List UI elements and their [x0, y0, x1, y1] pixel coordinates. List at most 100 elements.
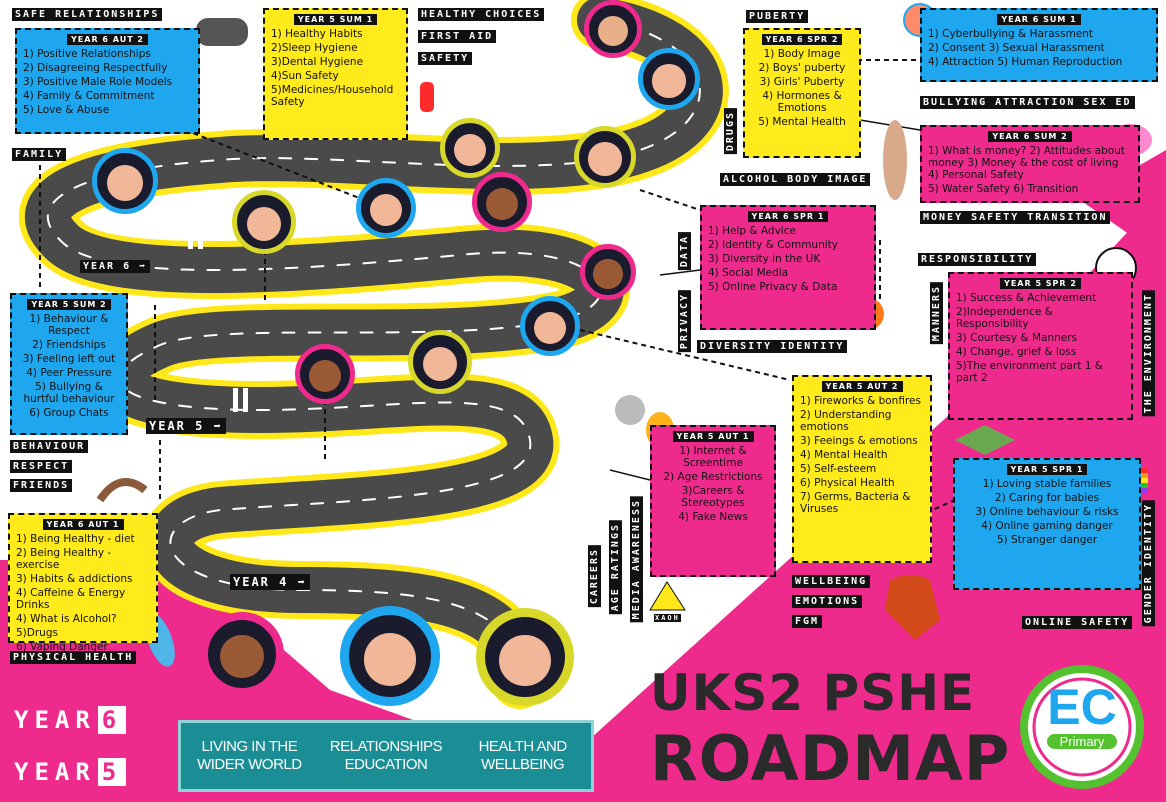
avatar: [580, 244, 636, 300]
topic-item: 2)Sleep Hygiene: [271, 42, 358, 54]
topic-item: 3) Habits & addictions: [16, 573, 133, 585]
label-family: FAMILY: [12, 148, 67, 161]
box-header: YEAR 5 SUM 2: [27, 299, 111, 310]
topic-item: 2) Age Restrictions: [663, 471, 763, 483]
avatar-large: [476, 608, 574, 706]
topic-item: 3)Careers & Stereotypes: [681, 485, 745, 509]
label-online-safety: ONLINE SAFETY: [1022, 616, 1133, 629]
topic-item: 5)The environment part 1 & part 2: [956, 360, 1103, 384]
avatar-large: [340, 606, 440, 706]
topic-list: 1) Positive Relationships 2) Disagreeing …: [23, 48, 192, 116]
topic-item: 2)Independence & Responsibility: [956, 306, 1053, 330]
strand-legend: LIVING IN THE WIDER WORLD RELATIONSHIPS …: [178, 720, 594, 792]
topic-item: 5) Stranger danger: [996, 534, 1098, 546]
avatar: [584, 0, 642, 58]
label-healthy-choices: HEALTHY CHOICES: [418, 8, 545, 21]
year-key-number: 6: [97, 706, 127, 734]
topic-item: 3) Positive Male Role Models: [23, 76, 173, 88]
topic-item: 5)Drugs: [16, 627, 58, 639]
topic-item: 2) Boys' puberty: [758, 62, 846, 74]
label-wellbeing: WELLBEING: [792, 575, 871, 588]
box-year6-spr2: YEAR 6 SPR 2 1) Body Image 2) Boys' puber…: [743, 28, 861, 158]
topic-item: 1) Being Healthy - diet: [16, 533, 135, 545]
box-header: YEAR 6 SUM 1: [997, 14, 1081, 25]
box-year5-spr1: YEAR 5 SPR 1 1) Loving stable families 2)…: [953, 458, 1141, 590]
topic-item: 3) Girls' Puberty: [759, 76, 845, 88]
label-money-safety-transition: MONEY SAFETY TRANSITION: [920, 211, 1111, 224]
box-header: YEAR 5 SPR 1: [1006, 464, 1088, 475]
avatar: [295, 344, 355, 404]
avatar: [440, 118, 500, 178]
topic-item: 1) Loving stable families: [982, 478, 1112, 490]
topic-item: 4) Peer Pressure: [26, 367, 112, 379]
topic-item: 6) Physical Health: [800, 477, 895, 489]
topic-list: 1) Body Image 2) Boys' puberty 3) Girls' P…: [751, 48, 853, 128]
box-header: YEAR 6 AUT 2: [67, 34, 148, 45]
box-header: YEAR 5 AUT 2: [821, 381, 903, 392]
year-key-word: YEAR: [14, 758, 96, 786]
label-diversity-identity: DIVERSITY IDENTITY: [697, 340, 848, 353]
topic-item: 3) Feeling left out: [22, 353, 116, 365]
topic-item: 4) Social Media: [708, 267, 789, 279]
label-data: DATA: [678, 232, 691, 271]
label-bullying-attraction-sex-ed: BULLYING ATTRACTION SEX ED: [920, 96, 1135, 109]
topic-item: 1) Body Image: [763, 48, 841, 60]
label-safety: SAFETY: [418, 52, 473, 65]
topic-item: 1) Help & Advice: [708, 225, 796, 237]
label-physical-health: PHYSICAL HEALTH: [10, 651, 137, 664]
year-key-word: YEAR: [14, 706, 96, 734]
topic-item: 5)Medicines/Household Safety: [271, 84, 394, 108]
topic-item: 3) Online behaviour & risks: [975, 506, 1119, 518]
label-puberty: PUBERTY: [746, 10, 809, 23]
topic-item: 1) Cyberbullying & Harassment: [928, 28, 1094, 40]
label-media-awareness: MEDIA AWARENESS: [630, 496, 643, 623]
topic-item: 4) Family & Commitment: [23, 90, 155, 102]
box-year6-sum1: YEAR 6 SUM 1 1) Cyberbullying & Harassme…: [920, 8, 1158, 82]
box-year6-sum2: YEAR 6 SUM 2 1) What is money? 2) Attitu…: [920, 125, 1140, 203]
box-header: YEAR 6 SUM 2: [988, 131, 1072, 142]
label-behaviour: BEHAVIOUR: [10, 440, 89, 453]
topic-item: 5) Bullying & hurtful behaviour: [23, 381, 115, 405]
topic-item: 4) Attraction 5) Human Reproduction: [928, 56, 1123, 68]
label-friends: FRIENDS: [10, 479, 73, 492]
avatar: [520, 296, 580, 356]
topic-item: 4)Sun Safety: [271, 70, 339, 82]
box-header: YEAR 6 AUT 1: [42, 519, 124, 530]
topic-item: 2) Caring for babies: [994, 492, 1100, 504]
topic-item: 4) Online gaming danger: [981, 520, 1113, 532]
label-careers: CAREERS: [588, 545, 601, 608]
topic-list: 1) What is money? 2) Attitudes about mon…: [928, 145, 1132, 195]
topic-item: 1) Positive Relationships: [23, 48, 151, 60]
topic-item: 3) Courtesy & Manners: [956, 332, 1078, 344]
box-header: YEAR 5 SUM 1: [293, 14, 378, 25]
road-label-year6: YEAR 6 ➡: [80, 260, 151, 273]
avatar-large: [200, 612, 284, 696]
label-privacy: PRIVACY: [678, 290, 691, 353]
topic-item: 5) Self-esteem: [800, 463, 877, 475]
topic-item: 3)Dental Hygiene: [271, 56, 364, 68]
page-title-line2: ROADMAP: [650, 722, 1011, 795]
topic-item: 2) Disagreeing Respectfully: [23, 62, 168, 74]
avatar: [356, 178, 416, 238]
label-responsibility: RESPONSIBILITY: [918, 253, 1037, 266]
label-the-environment: THE ENVIRONMENT: [1142, 290, 1155, 417]
topic-item: 2) Being Healthy - exercise: [16, 547, 112, 571]
label-fgm: FGM: [792, 615, 823, 628]
label-gender-identity: GENDER IDENTITY: [1142, 500, 1155, 627]
topic-item: 6) Vaping Danger: [16, 641, 108, 653]
label-emotions: EMOTIONS: [792, 595, 863, 608]
box-header: YEAR 6 SPR 2: [761, 34, 843, 45]
topic-item: 3) Feeings & emotions: [800, 435, 918, 447]
topic-item: 4) Fake News: [678, 511, 748, 523]
